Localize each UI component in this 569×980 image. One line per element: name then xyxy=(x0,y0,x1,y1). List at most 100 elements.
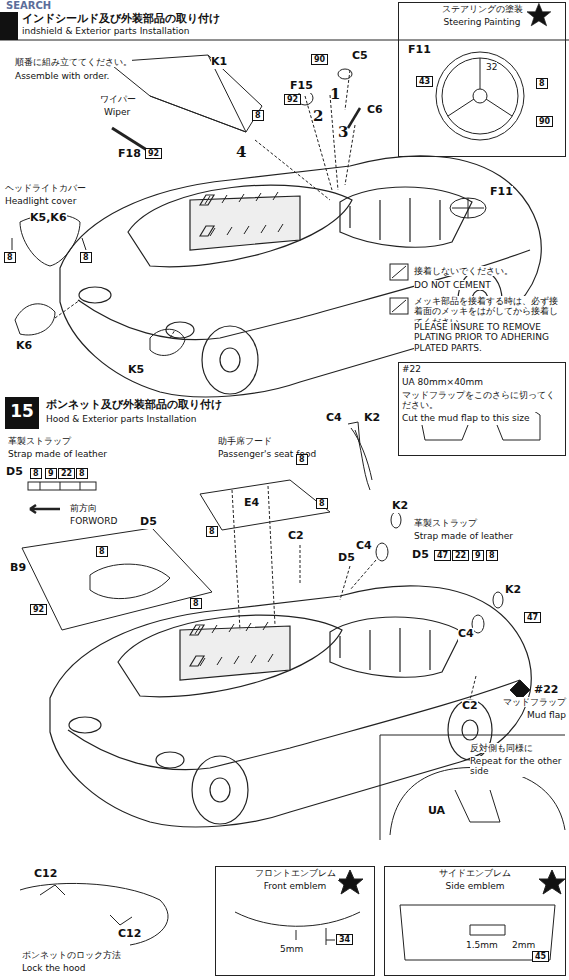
part-label: #22 xyxy=(534,684,559,697)
part-label: E4 xyxy=(244,497,259,510)
paint-number: 43 xyxy=(416,76,433,87)
note-text: 接着しないでください。 xyxy=(414,266,513,276)
note-text: PLEASE INSURE TO REMOVE PLATING PRIOR TO… xyxy=(414,322,564,353)
panel-text: UA 80mm×40mm xyxy=(399,376,486,389)
step-order-number: 1 xyxy=(330,86,340,103)
panel-text: フロントエンブレム xyxy=(252,867,339,880)
note-text: 革製ストラップ xyxy=(8,436,71,446)
paint-number: 92 xyxy=(30,604,47,615)
paint-number: 8 xyxy=(252,110,264,121)
part-label: K2 xyxy=(392,500,408,513)
note-text: インドシールド及び外装部品の取り付け xyxy=(22,13,220,26)
note-text: 順番に組み立ててください。 xyxy=(15,57,132,67)
panel-text: サイドエンブレム xyxy=(436,867,514,880)
paint-number: 8 xyxy=(80,252,92,263)
part-label: F15 xyxy=(290,80,313,93)
paint-number: 8 xyxy=(76,468,88,479)
panel-text: Side emblem xyxy=(442,880,507,893)
paint-number: 92 xyxy=(145,148,162,159)
note-text: マッドフラップ xyxy=(503,697,566,707)
panel-text: ステアリングの塗装 xyxy=(439,3,526,16)
note-text: Headlight cover xyxy=(5,196,76,206)
part-label: C12 xyxy=(118,928,141,941)
part-label: F18 xyxy=(118,148,141,161)
note-text: 助手席フード xyxy=(218,436,272,446)
note-text: FORWORD xyxy=(70,516,117,526)
note-text: Strap made of leather xyxy=(414,531,513,541)
part-label: C5 xyxy=(352,50,368,63)
note-text: Assemble with order. xyxy=(15,71,109,81)
part-label: C2 xyxy=(462,700,478,713)
note-text: 5mm xyxy=(280,944,303,954)
step-order-number: 4 xyxy=(236,144,246,161)
paint-number: 8 xyxy=(30,468,42,479)
part-label: K1 xyxy=(211,56,227,69)
note-text: ボンネットのロック方法 xyxy=(22,950,121,960)
part-label: D5 xyxy=(412,549,429,562)
note-text: Wiper xyxy=(104,107,130,117)
inset-panel: #22UA 80mm×40mmマッドフラップをこのさらに切ってください。Cut … xyxy=(398,362,566,456)
paint-number: 9 xyxy=(472,550,484,561)
note-text: 2mm xyxy=(512,940,535,950)
paint-number: 22 xyxy=(58,468,75,479)
step-number-box: 15 xyxy=(5,397,39,429)
note-text: DO NOT CEMENT xyxy=(414,280,491,290)
paint-number: 8 xyxy=(190,598,202,609)
note-text: ヘッドライトカバー xyxy=(5,183,86,193)
note-text: 反対側も同様に xyxy=(470,743,533,753)
note-text: Lock the hood xyxy=(22,963,85,973)
panel-text: Cut the mud flap to this size xyxy=(399,412,532,425)
panel-text: #22 xyxy=(399,363,424,376)
paint-number: 8 xyxy=(296,454,308,465)
note-text: ワイパー xyxy=(100,94,136,104)
panel-text: 15 xyxy=(8,398,36,424)
watermark: SEARCH xyxy=(6,0,51,12)
paint-number: 47 xyxy=(524,612,541,623)
note-text: indshield & Exterior parts Installation xyxy=(22,26,190,36)
paint-number: 8 xyxy=(4,252,16,263)
note-text: 1.5mm xyxy=(466,940,498,950)
paint-number: 45 xyxy=(532,951,549,962)
part-label: D5 xyxy=(6,466,23,479)
part-label: D5 xyxy=(140,516,157,529)
panel-text: Front emblem xyxy=(261,880,329,893)
note-text: Hood & Exterior parts Installation xyxy=(46,414,196,424)
inset-panel: フロントエンブレムFront emblem xyxy=(215,866,375,976)
note-text: 32 xyxy=(486,62,497,72)
part-label: C6 xyxy=(367,104,383,117)
part-label: C12 xyxy=(34,868,57,881)
part-label: C4 xyxy=(356,540,372,553)
paint-number: 8 xyxy=(536,78,548,89)
note-text: Repeat for the other side xyxy=(470,756,562,777)
paint-number: 22 xyxy=(452,550,469,561)
paint-number: 9 xyxy=(45,468,57,479)
paint-number: 90 xyxy=(311,54,328,65)
note-text: Mud flap xyxy=(527,710,566,720)
panel-text: Steering Painting xyxy=(441,16,524,29)
paint-number: 8 xyxy=(206,526,218,537)
paint-number: 90 xyxy=(536,116,553,127)
step-order-number: 2 xyxy=(313,108,323,125)
paint-number: 47 xyxy=(434,550,451,561)
panel-text: マッドフラップをこのさらに切ってください。 xyxy=(399,389,565,413)
part-label: F11 xyxy=(408,44,431,57)
paint-number: 8 xyxy=(96,546,108,557)
part-label: D5 xyxy=(338,552,355,565)
part-label: K6 xyxy=(16,340,32,353)
note-text: 前方向 xyxy=(70,503,97,513)
note-text: ボンネット及び外装部品の取り付け xyxy=(46,399,222,412)
part-label: K2 xyxy=(364,412,380,425)
part-label: B9 xyxy=(10,562,26,575)
part-label: K5 xyxy=(128,364,144,377)
note-text: Strap made of leather xyxy=(8,449,107,459)
part-label: F11 xyxy=(490,186,513,199)
part-label: K2 xyxy=(505,584,521,597)
step-order-number: 3 xyxy=(338,124,348,141)
paint-number: 34 xyxy=(336,934,353,945)
part-label: K5,K6 xyxy=(30,212,67,225)
part-label: C2 xyxy=(288,530,304,543)
part-label: C4 xyxy=(458,628,474,641)
part-label: C4 xyxy=(326,412,342,425)
paint-number: 8 xyxy=(316,498,328,509)
